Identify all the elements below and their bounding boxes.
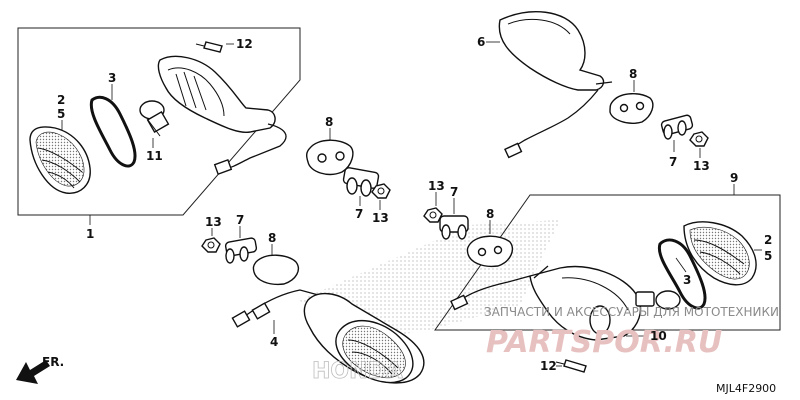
callout-7-topright: 7 xyxy=(669,155,677,169)
collar-7-lowleft xyxy=(224,237,258,264)
callout-8-center: 8 xyxy=(486,207,494,221)
damper-8-topright xyxy=(609,93,654,124)
callout-10: 10 xyxy=(650,329,667,343)
collar-7-center xyxy=(439,215,469,240)
callout-7-lowleft: 7 xyxy=(236,213,244,227)
nut-13-mid xyxy=(371,183,391,199)
callout-4: 4 xyxy=(270,335,278,349)
group-frame-1 xyxy=(17,27,301,216)
group-frame-9 xyxy=(434,194,781,331)
leader-lines xyxy=(61,41,762,367)
callout-13-center: 13 xyxy=(428,179,445,193)
callout-1: 1 xyxy=(86,227,94,241)
collar-7-topright xyxy=(660,114,694,140)
housing-right xyxy=(450,265,642,341)
screw-12-top xyxy=(195,41,223,53)
callout-5-left: 5 xyxy=(57,107,65,121)
damper-8-lowleft xyxy=(252,254,300,286)
callout-3-right: 3 xyxy=(683,273,691,287)
callout-7-center: 7 xyxy=(450,185,458,199)
nut-13-center xyxy=(423,207,443,223)
callout-11: 11 xyxy=(146,149,163,163)
callout-2-left: 2 xyxy=(57,93,65,107)
callout-8-topright: 8 xyxy=(629,67,637,81)
diagram-code: MJL4F2900 xyxy=(716,382,776,395)
housing-6 xyxy=(498,11,613,159)
callout-12-top: 12 xyxy=(236,37,253,51)
damper-8-center xyxy=(466,235,514,268)
watermark-slogan: ЗАПЧАСТИ И АКСЕССУАРЫ ДЛЯ МОТОТЕХНИКИ xyxy=(484,305,779,319)
callout-9: 9 xyxy=(730,171,738,185)
bulb-left xyxy=(139,100,170,137)
lens-left xyxy=(29,126,91,194)
callout-2-right: 2 xyxy=(764,233,772,247)
nut-13-lowleft xyxy=(201,237,221,253)
callout-6: 6 xyxy=(477,35,485,49)
bulb-right xyxy=(635,290,681,310)
gasket-right xyxy=(657,238,707,310)
damper-8-mid xyxy=(305,139,354,176)
callout-8-lowleft: 8 xyxy=(268,231,276,245)
watermark-site: PARTSPOR.RU xyxy=(486,325,722,360)
screw-12-bottom xyxy=(555,359,587,373)
callout-12-bottom: 12 xyxy=(540,359,557,373)
callout-13-lowleft: 13 xyxy=(205,215,222,229)
callout-8-mid: 8 xyxy=(325,115,333,129)
callout-13-mid: 13 xyxy=(372,211,389,225)
callout-3-left: 3 xyxy=(108,71,116,85)
housing-4 xyxy=(231,289,425,384)
callout-5-right: 5 xyxy=(764,249,772,263)
housing-left xyxy=(157,55,287,175)
gasket-left xyxy=(89,95,137,168)
lens-right xyxy=(683,221,757,286)
nut-13-topright xyxy=(689,131,709,147)
faint-brand-outline: HONDA xyxy=(312,359,403,384)
callout-13-topright: 13 xyxy=(693,159,710,173)
direction-label: FR. xyxy=(42,355,64,369)
gasket-left-inner xyxy=(95,101,131,161)
callout-7-mid: 7 xyxy=(355,207,363,221)
collar-7-mid xyxy=(342,167,380,197)
front-direction-arrow-icon xyxy=(16,360,50,384)
